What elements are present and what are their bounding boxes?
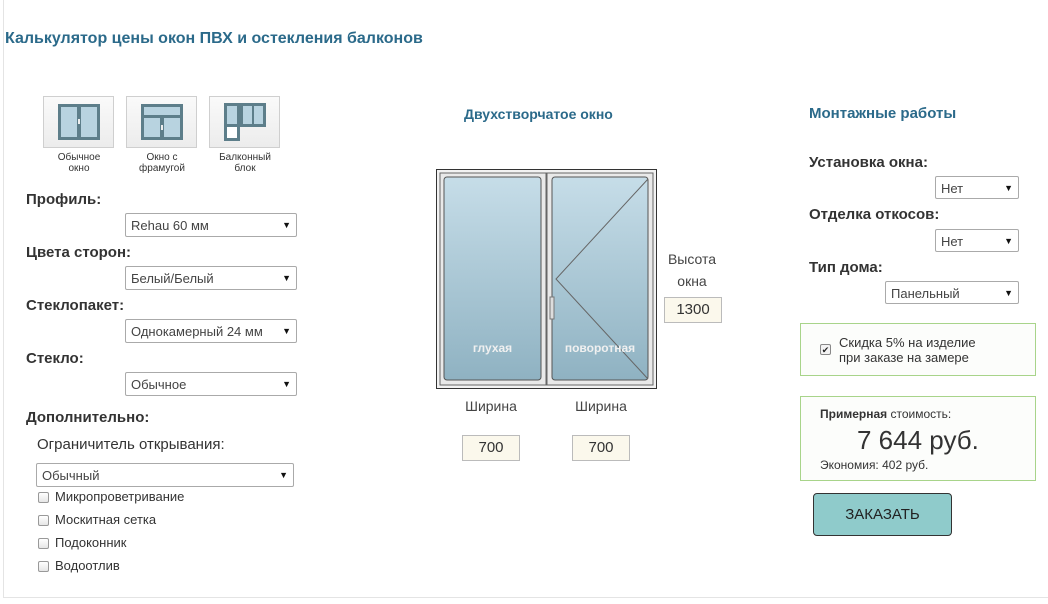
limiter-value: Обычный xyxy=(42,468,100,483)
checkbox-label: Водоотлив xyxy=(55,558,120,573)
window-type-label: окно xyxy=(68,163,90,174)
dropdown-arrow-icon: ▼ xyxy=(282,379,291,389)
dropdown-arrow-icon: ▼ xyxy=(282,220,291,230)
checkbox[interactable] xyxy=(38,561,49,572)
dropdown-arrow-icon: ▼ xyxy=(1004,183,1013,193)
dropdown-arrow-icon: ▼ xyxy=(282,273,291,283)
width-right-input[interactable]: 700 xyxy=(572,435,630,461)
colors-select[interactable]: Белый/Белый ▼ xyxy=(125,266,297,290)
window-type-label: блок xyxy=(234,163,256,174)
price-box: Примерная стоимость: 7 644 руб. Экономия… xyxy=(800,396,1036,481)
limiter-select[interactable]: Обычный ▼ xyxy=(36,463,294,487)
economy-text: Экономия: 402 руб. xyxy=(820,458,929,472)
glass-label: Стекло: xyxy=(26,350,84,367)
height-input[interactable]: 1300 xyxy=(664,297,722,323)
glass-unit-select[interactable]: Однокамерный 24 мм ▼ xyxy=(125,319,297,343)
profile-select[interactable]: Rehau 60 мм ▼ xyxy=(125,213,297,237)
window-type-label: фрамугой xyxy=(139,163,185,174)
house-type-select[interactable]: Панельный ▼ xyxy=(885,281,1019,304)
calculator-frame xyxy=(3,0,1048,598)
discount-line2: при заказе на замере xyxy=(839,350,969,365)
window-title: Двухстворчатое окно xyxy=(464,106,613,122)
checkbox[interactable] xyxy=(38,515,49,526)
window-preview[interactable]: глухая поворотная xyxy=(436,169,658,396)
finishing-label: Отделка откосов: xyxy=(809,206,940,223)
discount-box: ✔ Скидка 5% на изделие при заказе на зам… xyxy=(800,323,1036,376)
height-label-line1: Высота xyxy=(667,251,717,267)
install-select[interactable]: Нет ▼ xyxy=(935,176,1019,199)
price-label: стоимость: xyxy=(890,407,952,421)
dropdown-arrow-icon: ▼ xyxy=(1004,288,1013,298)
discount-line1: Скидка 5% на изделие xyxy=(839,335,976,350)
glass-value: Обычное xyxy=(131,377,187,392)
colors-label: Цвета сторон: xyxy=(26,244,132,261)
install-value: Нет xyxy=(941,181,964,196)
right-sash-label: поворотная xyxy=(564,341,636,355)
double-window-icon xyxy=(57,103,101,141)
extra-label: Дополнительно: xyxy=(26,409,150,426)
window-type-transom[interactable]: Окно с фрамугой xyxy=(126,96,198,174)
limiter-label: Ограничитель открывания: xyxy=(37,436,225,453)
window-type-label: Обычное xyxy=(57,152,101,163)
window-type-balcony[interactable]: Балконный блок xyxy=(209,96,281,174)
profile-label: Профиль: xyxy=(26,191,102,208)
finishing-value: Нет xyxy=(941,234,964,249)
finishing-select[interactable]: Нет ▼ xyxy=(935,229,1019,252)
checkbox-label: Микропроветривание xyxy=(55,489,185,504)
checkbox-label: Москитная сетка xyxy=(55,512,157,527)
price-value: 7 644 руб. xyxy=(857,425,979,455)
profile-value: Rehau 60 мм xyxy=(131,218,209,233)
transom-window-icon xyxy=(140,103,184,141)
checkbox[interactable] xyxy=(38,492,49,503)
window-type-label: Балконный xyxy=(219,152,271,163)
left-sash-label: глухая xyxy=(472,341,513,355)
installation-title: Монтажные работы xyxy=(809,105,957,122)
glass-select[interactable]: Обычное ▼ xyxy=(125,372,297,396)
checkbox-label: Подоконник xyxy=(55,535,127,550)
width-right-label: Ширина xyxy=(575,398,627,414)
width-left-input[interactable]: 700 xyxy=(462,435,520,461)
glass-unit-value: Однокамерный 24 мм xyxy=(131,324,263,339)
dropdown-arrow-icon: ▼ xyxy=(279,470,288,480)
colors-value: Белый/Белый xyxy=(131,271,214,286)
dropdown-arrow-icon: ▼ xyxy=(282,326,291,336)
price-label-bold: Примерная xyxy=(820,407,888,421)
checkbox[interactable] xyxy=(38,538,49,549)
width-left-label: Ширина xyxy=(465,398,517,414)
discount-checkbox[interactable]: ✔ xyxy=(820,344,831,355)
window-type-regular[interactable]: Обычное окно xyxy=(43,96,115,174)
window-type-label: Окно с xyxy=(146,152,178,163)
order-button[interactable]: ЗАКАЗАТЬ xyxy=(813,493,952,536)
page-title: Калькулятор цены окон ПВХ и остекления б… xyxy=(5,30,423,47)
height-label-line2: окна xyxy=(677,273,707,289)
house-type-value: Панельный xyxy=(891,286,960,301)
balcony-block-icon xyxy=(223,102,267,142)
install-label: Установка окна: xyxy=(809,154,928,171)
house-type-label: Тип дома: xyxy=(809,259,883,276)
dropdown-arrow-icon: ▼ xyxy=(1004,236,1013,246)
glass-unit-label: Стеклопакет: xyxy=(26,297,125,314)
